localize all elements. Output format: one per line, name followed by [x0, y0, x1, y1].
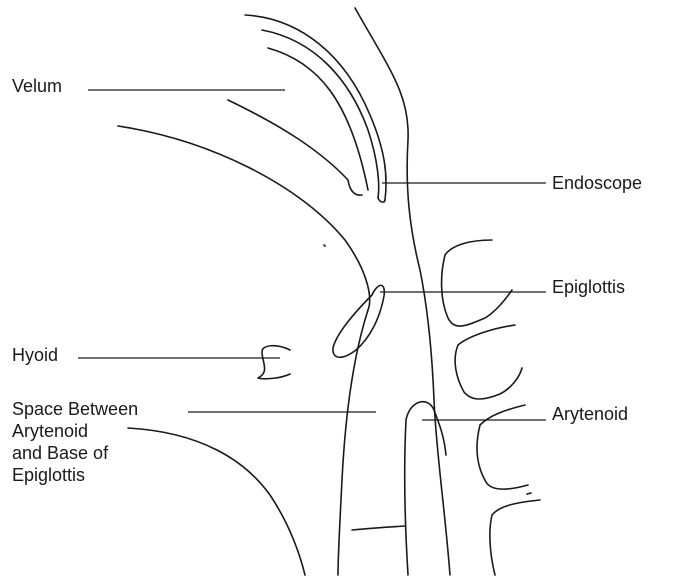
vertebra-3	[477, 405, 528, 489]
vertebra-2	[455, 325, 522, 399]
lower-detail-stroke	[352, 526, 405, 530]
tongue-base-curve	[118, 126, 370, 310]
vertebra-4	[490, 500, 540, 575]
label-space-between: Space Between Arytenoid and Base of Epig…	[12, 398, 212, 486]
anterior-airway-wall	[338, 310, 368, 575]
label-space-between-line-3: and Base of	[12, 442, 212, 464]
hyoid-shape	[258, 346, 290, 379]
arytenoid-shape	[405, 402, 446, 575]
label-space-between-line-1: Space Between	[12, 398, 212, 420]
endoscope-tip	[378, 198, 385, 202]
label-space-between-line-4: Epiglottis	[12, 464, 212, 486]
velum-curve-lower	[228, 100, 362, 195]
vertebra-1	[442, 240, 512, 326]
speck-mark-1	[324, 245, 325, 246]
label-endoscope: Endoscope	[552, 172, 642, 194]
label-arytenoid: Arytenoid	[552, 403, 628, 425]
endoscope-outline-inner	[262, 30, 379, 198]
velum-curve-upper	[268, 48, 368, 190]
label-epiglottis: Epiglottis	[552, 276, 625, 298]
label-space-between-line-2: Arytenoid	[12, 420, 212, 442]
speck-mark-2	[527, 493, 531, 494]
label-velum: Velum	[12, 75, 62, 97]
label-hyoid: Hyoid	[12, 344, 58, 366]
